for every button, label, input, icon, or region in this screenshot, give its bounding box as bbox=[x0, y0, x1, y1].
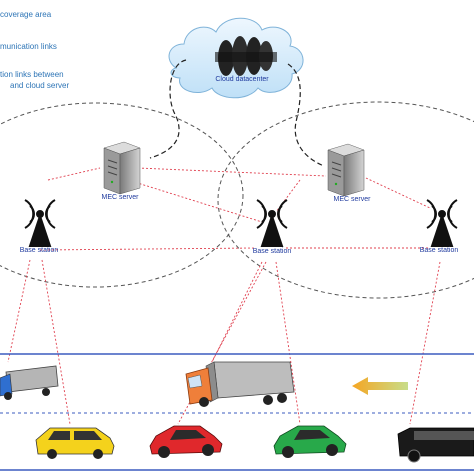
legend-coverage-area: coverage area bbox=[0, 10, 52, 19]
coverage-area-right bbox=[217, 101, 474, 299]
base-station-mid-icon bbox=[256, 199, 288, 247]
backhaul-link-left bbox=[149, 59, 187, 159]
mec-server-right-icon bbox=[327, 143, 365, 197]
base-station-right-icon bbox=[426, 199, 458, 247]
legend-communication-links: munication links bbox=[0, 42, 57, 51]
direction-arrow-icon bbox=[352, 377, 408, 395]
legend-backhaul-links-line1: tion links between bbox=[0, 70, 64, 79]
truck-left-icon bbox=[0, 365, 59, 400]
red-car-icon bbox=[149, 425, 223, 458]
base-station-mid-label: Base station bbox=[252, 248, 292, 255]
base-station-right-label: Base station bbox=[419, 247, 459, 254]
mec-server-left-icon bbox=[103, 141, 141, 195]
base-station-left-icon bbox=[24, 199, 56, 247]
base-station-left-label: Base station bbox=[19, 247, 59, 254]
cloud-datacenter-label: Cloud datacenter bbox=[215, 76, 269, 83]
mec-server-right-label: MEC server bbox=[333, 196, 371, 203]
mec-server-left-label: MEC server bbox=[101, 194, 139, 201]
cloud-datacenter bbox=[168, 17, 304, 99]
backhaul-link-right bbox=[287, 63, 325, 167]
coverage-area-left bbox=[0, 102, 244, 288]
yellow-car-icon bbox=[35, 427, 115, 459]
server-rack-icon bbox=[215, 36, 277, 76]
truck-middle-icon bbox=[185, 361, 295, 407]
legend-backhaul-links-line2: and cloud server bbox=[10, 81, 70, 90]
black-car-icon bbox=[397, 427, 474, 463]
green-car-icon bbox=[273, 425, 347, 458]
